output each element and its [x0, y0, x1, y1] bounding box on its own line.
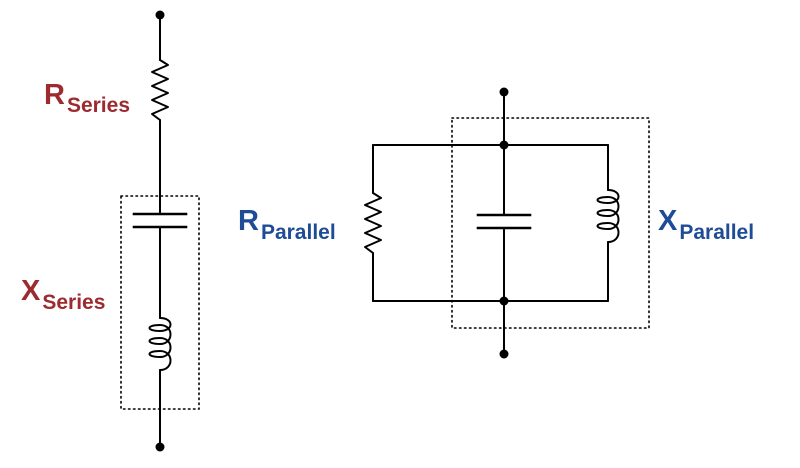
series-bottom-terminal — [155, 442, 165, 452]
parallel-reactance-box — [451, 117, 650, 329]
parallel-capacitor-icon — [476, 213, 532, 230]
parallel-circuit: RParallel XParallel — [238, 87, 754, 359]
series-capacitor-icon — [132, 212, 188, 229]
series-reactance-box — [120, 195, 200, 410]
parallel-bottom-terminal — [499, 349, 509, 359]
parallel-reactance-label: XParallel — [658, 205, 754, 244]
series-circuit: RSeries XSeries — [21, 10, 200, 452]
parallel-resistor-label: RParallel — [238, 205, 336, 244]
series-resistor-label: RSeries — [44, 79, 130, 117]
series-resistor-icon — [151, 59, 169, 121]
parallel-inductor-icon — [596, 189, 620, 243]
parallel-resistor-icon — [364, 192, 382, 254]
series-reactance-label: XSeries — [21, 275, 105, 314]
series-inductor-icon — [148, 317, 172, 371]
